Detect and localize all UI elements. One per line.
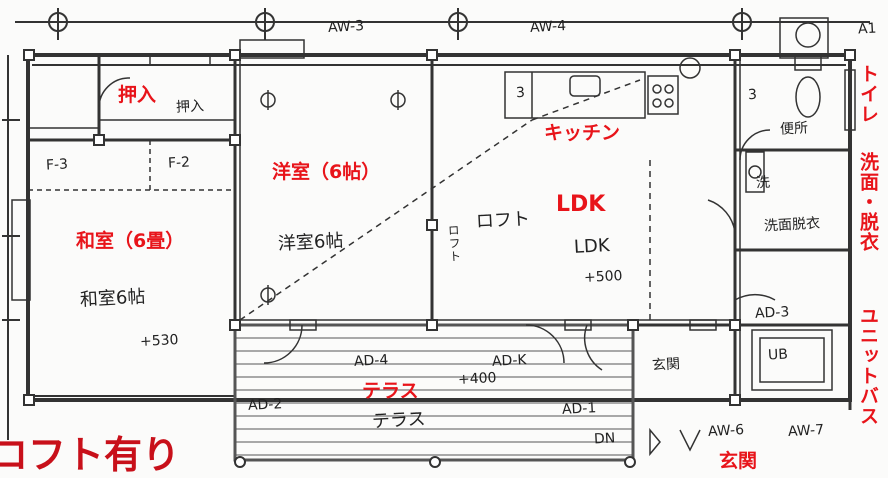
doors (98, 77, 776, 457)
label-oshiire: 押入 (118, 84, 157, 106)
left-dimension-line (2, 55, 20, 440)
oshiire-handwritten: 押入 (175, 98, 205, 116)
unit-bath-tag: UB (767, 346, 789, 364)
label-toilet: トイレ (857, 64, 879, 124)
loft-outline (239, 79, 651, 321)
yoshitsu-handwritten: 洋室6帖 (277, 230, 344, 255)
door-tag-ad3: AD-3 (754, 304, 790, 322)
washroom-number: 3 (747, 86, 758, 104)
senmen-handwritten: 洗面脱衣 (763, 215, 821, 235)
window-tag-aw6: AW-6 (707, 422, 745, 440)
stair-down-dn: DN (593, 430, 616, 448)
outer-walls (26, 53, 852, 402)
toilet-fixture (779, 17, 829, 118)
top-dimension-line (15, 8, 870, 40)
ldk-handwritten: LDK (573, 235, 611, 258)
kitchen-counter (504, 71, 679, 119)
door-tag-ad4: AD-4 (353, 352, 389, 370)
label-washitsu-6jo: 和室（6畳） (76, 230, 185, 252)
label-genkan: 玄関 (719, 450, 758, 472)
label-yoshitsu-6jo: 洋室（6帖） (272, 161, 381, 183)
columns (23, 49, 856, 468)
label-unit-bath: ユニットバス (857, 306, 879, 426)
fixed-window-f3: F-3 (45, 156, 69, 174)
unit-bath (751, 329, 833, 391)
door-tag-ad-k: AD-K (491, 352, 527, 370)
benjo-handwritten: 便所 (779, 120, 809, 138)
window-tag-aw4: AW-4 (529, 18, 567, 36)
terrace-decking (233, 323, 635, 462)
window-tag-a1: A1 (857, 20, 877, 38)
genkan-handwritten: 玄関 (651, 356, 681, 374)
window-tag-aw7: AW-7 (787, 422, 825, 440)
washitsu-handwritten: 和室6帖 (79, 286, 146, 311)
terrace-handwritten: テラス (371, 408, 427, 433)
door-tag-ad2: AD-2 (247, 396, 283, 414)
loft-vertical-handwritten: ロフト (445, 223, 463, 264)
ceiling-lights (260, 57, 701, 305)
label-senmen-datsui: 洗面・脱衣 (857, 152, 879, 252)
loft-handwritten: ロフト (475, 208, 531, 233)
washbasin (745, 151, 765, 193)
sen-handwritten: 洗 (755, 174, 771, 192)
label-ldk: LDK (556, 192, 606, 217)
label-kitchen: キッチン (544, 122, 621, 144)
windows (11, 39, 856, 331)
window-tag-aw3: AW-3 (327, 18, 365, 36)
label-terrace: テラス (362, 380, 419, 402)
level-plus-500: +500 (583, 268, 623, 286)
label-loft-note: ロフト有り (0, 433, 181, 477)
level-plus-530: +530 (139, 332, 179, 350)
door-tag-ad1: AD-1 (561, 400, 597, 418)
fixed-window-f2: F-2 (167, 154, 191, 172)
kitchen-sink-mark: 3 (515, 84, 526, 102)
level-plus-400: +400 (457, 370, 497, 388)
